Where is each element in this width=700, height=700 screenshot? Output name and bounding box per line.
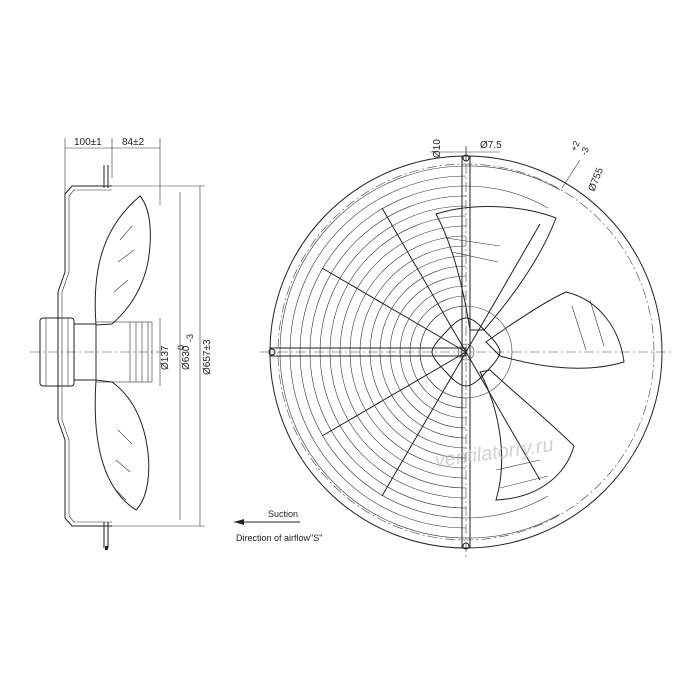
- grille-ring-partial: [465, 165, 561, 191]
- blade-slots: [113, 225, 135, 501]
- grille-ring: [319, 205, 467, 499]
- watermark: ventilatorry.ru: [433, 434, 555, 472]
- blade-top: [435, 206, 557, 331]
- mount-hole-bottom: [462, 542, 470, 550]
- blades: [435, 206, 625, 501]
- mount-hole-left: [268, 348, 276, 356]
- grille-ring: [399, 285, 467, 419]
- grille-ring-partial: [465, 185, 549, 209]
- blade-slots: [445, 237, 605, 489]
- bracket-foot-bottom: [105, 546, 108, 550]
- airflow-arrowhead: [234, 519, 244, 525]
- hub-diamond: [431, 317, 501, 387]
- front-view: Ø10 Ø7.5 Ø755 +2 -3: [260, 139, 672, 558]
- side-view: 100±1 84±2 Ø137 Ø630 0 -3 Ø657±3: [30, 137, 213, 550]
- dim-inner-tol-top: 0: [176, 345, 186, 350]
- airflow-note: Suction Direction of airflow"S": [234, 509, 322, 543]
- dim-hole-diameter: Ø10: [432, 139, 443, 158]
- grille-ring: [389, 275, 467, 429]
- spoke: [381, 351, 467, 497]
- blade-lower: [94, 379, 150, 511]
- dim-hub-diameter: Ø137: [160, 345, 171, 370]
- grille-ring: [409, 295, 467, 409]
- spoke: [321, 267, 467, 353]
- dim-outer-diameter: Ø657±3: [202, 339, 213, 375]
- hub-rib-ring: [419, 305, 513, 399]
- spoke: [465, 223, 541, 353]
- dim-inner-diameter: Ø630: [181, 345, 192, 370]
- bolt-circle-leader: [561, 159, 581, 189]
- hub-body: [95, 321, 153, 383]
- dim-slot-diameter: Ø7.5: [480, 140, 502, 151]
- grille-ring: [289, 175, 467, 529]
- dim-depth-84: 84±2: [122, 137, 145, 148]
- dim-depth-100: 100±1: [74, 137, 102, 148]
- grille-ring: [379, 265, 467, 439]
- grille-ring-partial: [465, 495, 549, 519]
- hub-ribs: [129, 322, 149, 382]
- front-dimensions: Ø10 Ø7.5 Ø755 +2 -3: [430, 139, 606, 193]
- blade-upper: [94, 195, 151, 326]
- horizontal-strut: [269, 347, 467, 357]
- grille-ring: [329, 215, 467, 489]
- suction-label: Suction: [268, 509, 298, 519]
- dim-bolt-tol-bottom: -3: [579, 146, 591, 157]
- grille-ring: [299, 185, 467, 519]
- grille-ring: [309, 195, 467, 509]
- grille-ring: [369, 255, 467, 449]
- dim-bolt-circle: Ø755: [587, 166, 607, 193]
- blade-bottom: [479, 369, 575, 501]
- grille-ring: [339, 225, 467, 479]
- blade-right: [485, 291, 625, 369]
- grille-ring: [349, 235, 467, 469]
- guard-grille: [279, 165, 561, 539]
- dim-bolt-tol: +2: [569, 139, 582, 152]
- spoke: [381, 207, 467, 353]
- airflow-direction-label: Direction of airflow"S": [236, 533, 322, 543]
- ring-profile-inner: [61, 189, 112, 523]
- bracket-tab-top: [103, 165, 109, 188]
- grille-ring: [279, 165, 467, 539]
- hub: [419, 305, 513, 399]
- guard-spokes: [321, 207, 541, 497]
- ring-profile-outer: [57, 185, 112, 527]
- grille-ring-partial: [465, 513, 561, 539]
- hub-center: [457, 343, 475, 361]
- dim-inner-tol: -3: [185, 334, 195, 342]
- spoke: [465, 351, 541, 481]
- grille-ring: [359, 245, 467, 459]
- spoke: [321, 351, 467, 437]
